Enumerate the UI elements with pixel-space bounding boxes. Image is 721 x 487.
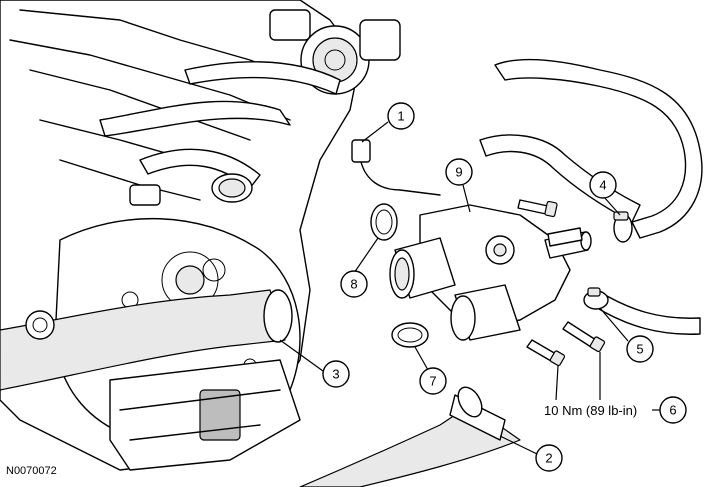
callout-8-label: 8 — [350, 277, 357, 292]
callout-3: 3 — [322, 360, 350, 388]
o-ring-gasket-upper — [370, 203, 398, 241]
engine-outlet-port — [211, 173, 253, 203]
bolt-lower — [526, 339, 566, 367]
callout-6: 6 — [659, 396, 687, 424]
callout-7-label: 7 — [429, 374, 436, 389]
callout-5-label: 5 — [636, 342, 643, 357]
engine-assembly — [0, 0, 401, 471]
coolant-outlet-housing — [389, 204, 592, 341]
callout-8: 8 — [340, 270, 368, 298]
callout-4-label: 4 — [599, 178, 606, 193]
torque-spec-label: 10 Nm (89 lb-in) — [544, 403, 637, 418]
callout-3-label: 3 — [332, 367, 339, 382]
callout-2-label: 2 — [545, 451, 552, 466]
bolt-upper — [517, 199, 558, 218]
lower-radiator-hose — [299, 386, 521, 487]
callout-5: 5 — [626, 335, 654, 363]
hose-clamp-5 — [583, 287, 609, 310]
leader-lines — [279, 121, 660, 455]
callout-9-label: 9 — [455, 165, 462, 180]
o-ring-gasket-lower — [391, 322, 429, 348]
callout-4: 4 — [589, 171, 617, 199]
callout-6-label: 6 — [669, 403, 676, 418]
callout-1-label: 1 — [397, 109, 404, 124]
callout-7: 7 — [419, 367, 447, 395]
callout-1: 1 — [387, 102, 415, 130]
callout-2: 2 — [535, 444, 563, 472]
bolt-right — [562, 321, 606, 353]
upper-radiator-hose — [479, 58, 703, 335]
callout-9: 9 — [445, 158, 473, 186]
hose-clamp-4 — [613, 211, 633, 243]
sensor-connector — [351, 139, 441, 196]
figure-id: N0070072 — [6, 465, 57, 477]
